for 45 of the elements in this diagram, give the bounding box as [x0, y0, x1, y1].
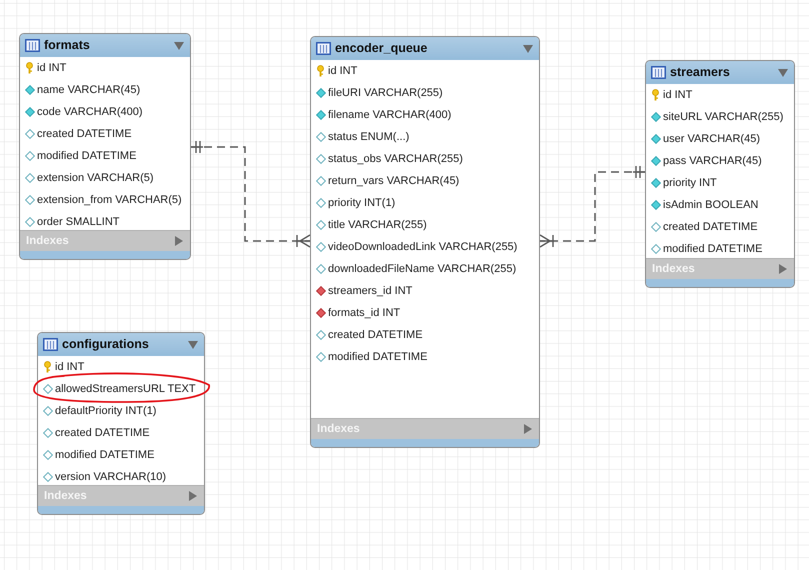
- column-name: order SMALLINT: [37, 215, 120, 229]
- column-name: created DATETIME: [55, 426, 150, 440]
- entity-table: [19, 33, 191, 260]
- column-name: filename VARCHAR(400): [328, 108, 452, 122]
- column-name: status ENUM(...): [328, 130, 410, 144]
- column-name: formats_id INT: [328, 306, 400, 320]
- entity-table: [310, 36, 540, 448]
- column-name: id INT: [37, 61, 66, 75]
- column-name: priority INT(1): [328, 196, 396, 210]
- column-name: id INT: [663, 88, 692, 102]
- table-name: encoder_queue: [335, 41, 428, 56]
- table-name: formats: [44, 38, 90, 53]
- table-name: streamers: [670, 65, 730, 80]
- column-name: modified DATETIME: [37, 149, 136, 163]
- column-name: siteURL VARCHAR(255): [663, 110, 784, 124]
- column-name: allowedStreamersURL TEXT: [55, 382, 196, 396]
- column-name: name VARCHAR(45): [37, 83, 140, 97]
- column-name: extension VARCHAR(5): [37, 171, 154, 185]
- column-name: created DATETIME: [37, 127, 132, 141]
- column-name: user VARCHAR(45): [663, 132, 760, 146]
- column-name: downloadedFileName VARCHAR(255): [328, 262, 516, 276]
- column-name: created DATETIME: [328, 328, 423, 342]
- column-name: videoDownloadedLink VARCHAR(255): [328, 240, 518, 254]
- column-name: status_obs VARCHAR(255): [328, 152, 463, 166]
- column-name: return_vars VARCHAR(45): [328, 174, 460, 188]
- column-name: extension_from VARCHAR(5): [37, 193, 182, 207]
- column-name: fileURI VARCHAR(255): [328, 86, 443, 100]
- entity-table: [645, 60, 795, 288]
- relationship-line: [190, 140, 311, 248]
- column-name: title VARCHAR(255): [328, 218, 427, 232]
- column-name: id INT: [55, 360, 84, 374]
- table-name: configurations: [62, 337, 149, 352]
- column-name: version VARCHAR(10): [55, 470, 166, 484]
- column-name: id INT: [328, 64, 358, 78]
- relationship-line: [539, 165, 646, 248]
- column-name: code VARCHAR(400): [37, 105, 143, 119]
- column-name: created DATETIME: [663, 220, 758, 234]
- column-name: modified DATETIME: [663, 242, 762, 256]
- column-name: isAdmin BOOLEAN: [663, 198, 758, 212]
- column-name: pass VARCHAR(45): [663, 154, 762, 168]
- column-name: modified DATETIME: [55, 448, 154, 462]
- column-name: defaultPriority INT(1): [55, 404, 156, 418]
- column-name: priority INT: [663, 176, 717, 190]
- column-name: modified DATETIME: [328, 350, 428, 364]
- column-name: streamers_id INT: [328, 284, 412, 298]
